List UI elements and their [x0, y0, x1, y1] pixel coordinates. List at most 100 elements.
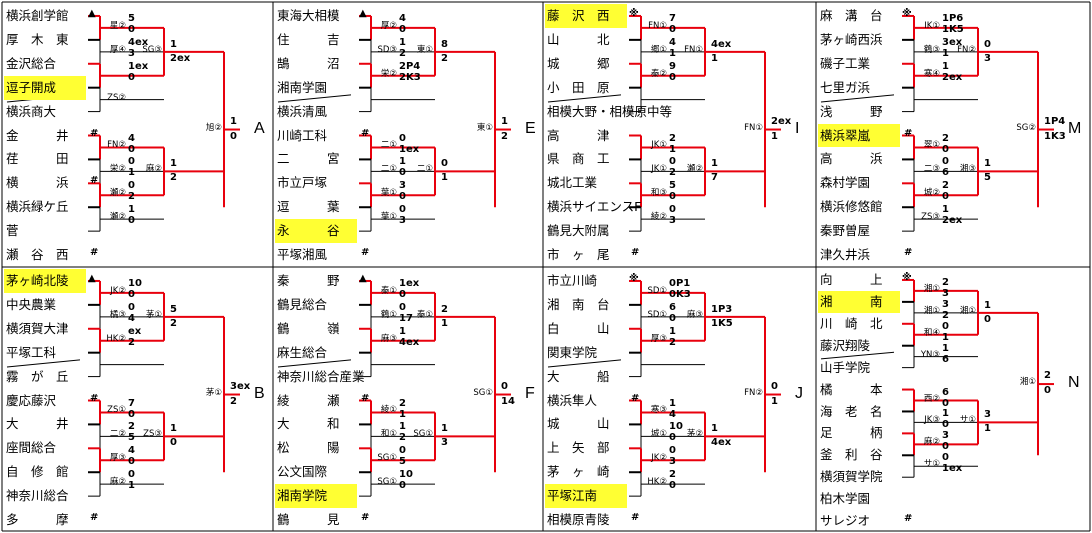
score: 6	[942, 167, 949, 179]
score: 0	[669, 71, 676, 83]
score: 5	[984, 172, 991, 184]
match-label: 厚②	[380, 20, 397, 31]
bracket-line	[547, 359, 622, 368]
score: 1	[942, 331, 949, 343]
score: 2	[942, 276, 949, 288]
match-label: IK①	[924, 20, 940, 31]
team-name: 大 船	[547, 368, 610, 384]
seed-mark: ※	[902, 7, 912, 19]
team-name: 小 田 原	[547, 79, 610, 95]
team-name: 自 修 館	[6, 464, 69, 480]
match-label: 秦①	[380, 285, 397, 296]
team-name: 湘南学院	[275, 484, 357, 509]
seed-mark: #	[904, 247, 913, 259]
score: 3	[942, 298, 949, 310]
score: 1	[399, 325, 406, 337]
team-name: 横浜清風	[277, 103, 328, 119]
score: 6	[669, 301, 676, 313]
team-name: 藤沢翔陵	[820, 337, 871, 353]
bracket-line	[6, 359, 81, 368]
seed-mark: ▲	[88, 272, 96, 284]
team-name: 横浜創学館	[6, 8, 69, 23]
score: 0	[128, 469, 135, 481]
score: 3	[942, 287, 949, 299]
match-label: 綾①	[380, 405, 397, 416]
match-label: 東①	[476, 122, 493, 133]
team-name: 湘 南	[818, 290, 900, 313]
score: 1	[711, 158, 718, 170]
match-label: ZS①	[107, 405, 126, 416]
match-label: 城②	[923, 188, 940, 199]
seed-mark: #	[361, 127, 370, 139]
team-name: 平塚湘風	[277, 247, 328, 263]
score: 1	[399, 421, 406, 433]
block-letter-e: E	[525, 119, 536, 137]
score: 1	[170, 423, 177, 435]
score: 1	[771, 395, 778, 407]
match-label: 麻②	[145, 164, 162, 175]
team-name: 横浜サイエンスF	[547, 199, 642, 215]
score: 2	[399, 47, 406, 59]
team-name: 横浜翠嵐	[818, 123, 900, 148]
score: 0	[669, 445, 676, 457]
team-name: 金沢総合	[6, 55, 57, 71]
score: 2	[128, 421, 135, 433]
bracket-line	[820, 351, 895, 360]
score: 1	[399, 156, 406, 168]
score: 7	[128, 397, 135, 409]
score: 0	[399, 132, 406, 144]
score: 0	[128, 408, 135, 420]
match-label: HK②	[106, 333, 126, 344]
match-label: 葉①	[380, 188, 397, 199]
score: 3	[984, 52, 991, 64]
score: 2	[230, 395, 237, 407]
team-name: 磯子工業	[820, 55, 871, 71]
match-label: 城①	[650, 429, 667, 440]
team-name: 市 ヶ 尾	[547, 247, 610, 263]
match-label: 麻②	[923, 437, 940, 448]
score: 6	[942, 353, 949, 365]
score: 1P3	[711, 303, 733, 315]
team-name: 釜 利 谷	[820, 447, 883, 463]
bracket-line	[820, 94, 895, 103]
team-name: 中央農業	[6, 296, 57, 312]
score: 1	[128, 204, 135, 216]
score: 10	[128, 277, 142, 289]
team-name: 鶴 嶺	[277, 320, 340, 336]
team-name: 菅	[6, 223, 19, 239]
match-label: SD③	[377, 44, 397, 55]
score: 0	[942, 320, 949, 332]
team-name: 瀬 谷 西	[6, 247, 69, 263]
score: 3	[942, 430, 949, 442]
score: 5	[128, 432, 135, 444]
team-name: 市立川崎	[547, 273, 598, 288]
team-name: 平塚江南	[545, 484, 627, 509]
block-letter-a: A	[254, 119, 265, 137]
seed-mark: ※	[629, 272, 639, 284]
score: ex	[128, 325, 142, 337]
match-label: 郷①	[650, 44, 667, 55]
score: 0	[128, 156, 135, 168]
team-name: 森村学園	[820, 175, 871, 191]
team-name: サレジオ	[820, 513, 871, 529]
score: 2	[1044, 370, 1051, 382]
seed-mark: #	[631, 512, 640, 524]
score: 2	[501, 130, 508, 142]
match-label: FN②	[107, 140, 126, 151]
seed-mark: ▲	[88, 7, 96, 19]
score: 2	[128, 336, 135, 348]
team-name: 城北工業	[547, 175, 598, 191]
score: 0	[128, 180, 135, 192]
match-label: 橘③	[109, 309, 126, 320]
score: 0	[984, 38, 991, 50]
match-label: 二①	[416, 164, 433, 175]
score: 1P4	[1044, 115, 1066, 127]
match-label: 和④	[923, 327, 940, 338]
team-name: 橘 本	[820, 381, 883, 397]
team-name: 鶴見総合	[277, 296, 328, 312]
match-label: 二①	[380, 140, 397, 151]
seed-mark: #	[90, 175, 99, 187]
team-name: 逗子開成	[4, 75, 86, 100]
score: 1	[669, 397, 676, 409]
score: 2	[441, 52, 448, 64]
